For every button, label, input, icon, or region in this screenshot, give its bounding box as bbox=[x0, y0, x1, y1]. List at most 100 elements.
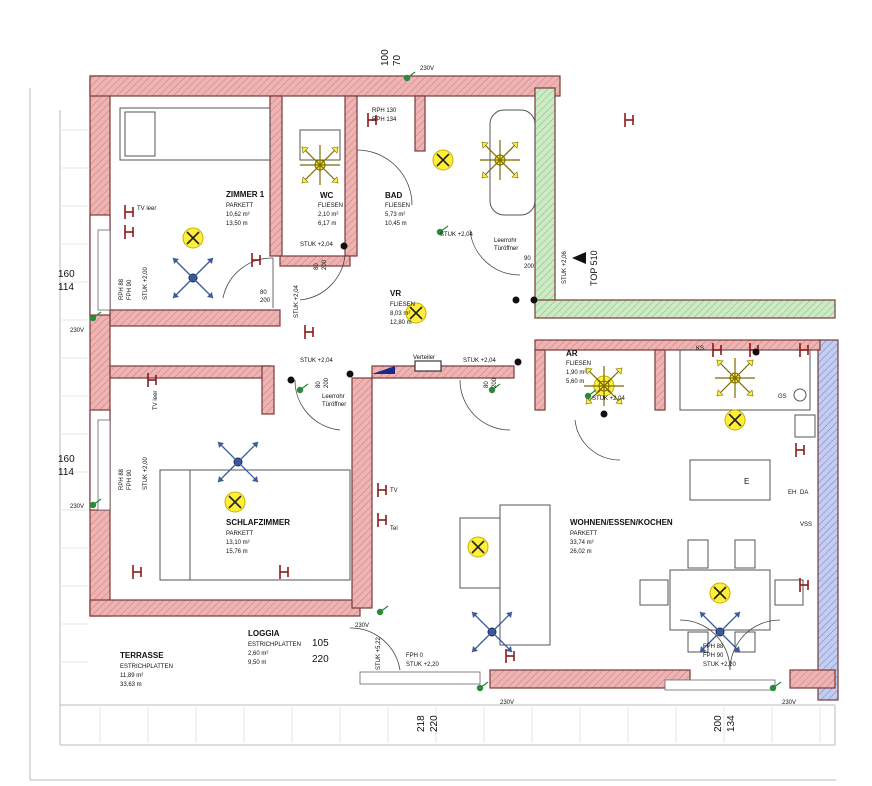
svg-text:TOP 510: TOP 510 bbox=[589, 250, 599, 286]
svg-text:8,03 m²: 8,03 m² bbox=[390, 311, 410, 317]
svg-text:Tel: Tel bbox=[390, 526, 398, 532]
room-zimmer1: ZIMMER 1 PARKETT 10,62 m² 13,50 m bbox=[226, 190, 265, 227]
svg-text:218: 218 bbox=[416, 715, 427, 732]
svg-text:80: 80 bbox=[316, 381, 322, 388]
svg-text:STUK +2,04: STUK +2,04 bbox=[440, 232, 474, 238]
svg-text:2,10 m²: 2,10 m² bbox=[318, 212, 338, 218]
svg-text:230V: 230V bbox=[420, 66, 434, 72]
svg-text:Türöffner: Türöffner bbox=[322, 402, 346, 408]
windows bbox=[97, 229, 776, 691]
svg-text:13,10 m²: 13,10 m² bbox=[226, 540, 250, 546]
svg-text:STUK +2,20: STUK +2,20 bbox=[406, 662, 440, 668]
svg-text:TV: TV bbox=[390, 488, 398, 494]
svg-text:FPH 0: FPH 0 bbox=[406, 653, 424, 659]
svg-text:EH: EH bbox=[788, 490, 796, 496]
svg-text:230V: 230V bbox=[500, 700, 514, 706]
room-name: WOHNEN/ESSEN/KOCHEN bbox=[570, 518, 673, 527]
svg-text:E: E bbox=[744, 477, 749, 486]
room-terrasse: TERRASSE ESTRICHPLATTEN 11,89 m² 33,63 m bbox=[120, 651, 173, 688]
svg-text:STUK +2,04: STUK +2,04 bbox=[300, 358, 334, 364]
svg-text:230V: 230V bbox=[70, 328, 84, 334]
svg-text:PARKETT: PARKETT bbox=[570, 531, 598, 537]
svg-text:200: 200 bbox=[260, 298, 271, 304]
svg-text:11,89 m²: 11,89 m² bbox=[120, 673, 143, 679]
svg-text:33,63 m: 33,63 m bbox=[120, 682, 142, 688]
annotations: TOP 510 230V 230V 230V 230V 230V 230V ST… bbox=[70, 66, 812, 706]
lamp-bad bbox=[432, 149, 454, 171]
svg-text:FPH 90: FPH 90 bbox=[127, 279, 133, 300]
terrace-joints bbox=[62, 129, 821, 743]
svg-text:PARKETT: PARKETT bbox=[226, 203, 254, 209]
svg-text:FLIESEN: FLIESEN bbox=[385, 203, 410, 209]
svg-text:TV leer: TV leer bbox=[137, 206, 156, 212]
lamp-zimmer1 bbox=[182, 227, 204, 249]
svg-text:80: 80 bbox=[484, 381, 490, 388]
svg-text:230V: 230V bbox=[782, 700, 796, 706]
room-wohnen: WOHNEN/ESSEN/KOCHEN PARKETT 33,74 m² 26,… bbox=[570, 518, 673, 555]
room-name: ZIMMER 1 bbox=[226, 190, 265, 199]
wet-room-lights bbox=[299, 139, 756, 407]
light-bad bbox=[479, 139, 521, 181]
svg-text:PARKETT: PARKETT bbox=[226, 531, 254, 537]
svg-text:10,62 m²: 10,62 m² bbox=[226, 212, 250, 218]
svg-text:STUK +2,00: STUK +2,00 bbox=[143, 266, 149, 300]
svg-text:200: 200 bbox=[492, 377, 498, 388]
dimension-labels: 100 70 160 114 160 114 105 220 218 220 2… bbox=[58, 49, 737, 732]
svg-text:70: 70 bbox=[392, 54, 403, 66]
light-wc bbox=[299, 144, 341, 186]
svg-text:STUK +2,04: STUK +2,04 bbox=[294, 284, 300, 318]
connection-points bbox=[287, 242, 760, 418]
svg-text:6,17 m: 6,17 m bbox=[318, 221, 336, 227]
room-vr: VR FLIESEN 8,03 m² 12,80 m bbox=[390, 289, 415, 326]
svg-text:STUK +2,00: STUK +2,00 bbox=[143, 456, 149, 490]
svg-text:200: 200 bbox=[322, 259, 328, 270]
svg-text:RPH 88: RPH 88 bbox=[119, 468, 125, 490]
svg-text:DA: DA bbox=[800, 490, 808, 496]
svg-text:5,60 m: 5,60 m bbox=[566, 379, 584, 385]
spot-schlaf bbox=[217, 441, 259, 483]
svg-text:114: 114 bbox=[58, 467, 74, 478]
room-name: SCHLAFZIMMER bbox=[226, 518, 290, 527]
svg-text:Leerrohr: Leerrohr bbox=[322, 394, 345, 400]
svg-text:26,02 m: 26,02 m bbox=[570, 549, 592, 555]
furniture bbox=[119, 107, 816, 653]
svg-text:FPH 88: FPH 88 bbox=[703, 644, 724, 650]
svg-text:Verteiler: Verteiler bbox=[413, 355, 435, 361]
svg-text:Türöffner: Türöffner bbox=[494, 246, 518, 252]
room-schlafzimmer: SCHLAFZIMMER PARKETT 13,10 m² 15,76 m bbox=[226, 518, 290, 555]
svg-text:STUK +2,20: STUK +2,20 bbox=[703, 662, 737, 668]
entrance-marker bbox=[372, 366, 395, 374]
svg-text:FPH 90: FPH 90 bbox=[127, 469, 133, 490]
svg-text:80: 80 bbox=[260, 290, 267, 296]
svg-text:160: 160 bbox=[58, 454, 75, 465]
svg-text:230V: 230V bbox=[70, 504, 84, 510]
doors bbox=[222, 149, 781, 671]
room-name: BAD bbox=[385, 191, 403, 200]
svg-text:FLIESEN: FLIESEN bbox=[566, 361, 591, 367]
svg-text:90: 90 bbox=[524, 256, 531, 262]
lamp-wohnen1 bbox=[467, 536, 489, 558]
svg-text:KS: KS bbox=[696, 346, 704, 352]
lamp-schlaf bbox=[224, 491, 246, 513]
svg-text:33,74 m²: 33,74 m² bbox=[570, 540, 594, 546]
svg-text:2,60 m²: 2,60 m² bbox=[248, 651, 268, 657]
svg-text:GS: GS bbox=[778, 394, 787, 400]
svg-text:STUK +2,04: STUK +2,04 bbox=[300, 242, 334, 248]
svg-text:134: 134 bbox=[726, 715, 737, 732]
svg-text:15,76 m: 15,76 m bbox=[226, 549, 248, 555]
svg-text:9,50 m: 9,50 m bbox=[248, 660, 266, 666]
lamp-kueche bbox=[724, 409, 746, 431]
svg-text:STUK +2,06: STUK +2,06 bbox=[562, 250, 568, 284]
light-kueche bbox=[714, 357, 756, 399]
svg-text:ESTRICHPLATTEN: ESTRICHPLATTEN bbox=[248, 642, 301, 648]
room-wc: WC FLIESEN 2,10 m² 6,17 m bbox=[318, 191, 343, 227]
svg-text:200: 200 bbox=[524, 264, 535, 270]
room-name: VR bbox=[390, 289, 401, 298]
top-marker-arrow bbox=[572, 252, 586, 264]
room-name: TERRASSE bbox=[120, 651, 164, 660]
svg-text:114: 114 bbox=[58, 282, 74, 293]
spot-wohnen bbox=[471, 611, 513, 653]
svg-text:VSS: VSS bbox=[800, 522, 812, 528]
room-loggia: LOGGIA ESTRICHPLATTEN 2,60 m² 9,50 m bbox=[248, 629, 301, 666]
svg-text:FLIESEN: FLIESEN bbox=[318, 203, 343, 209]
